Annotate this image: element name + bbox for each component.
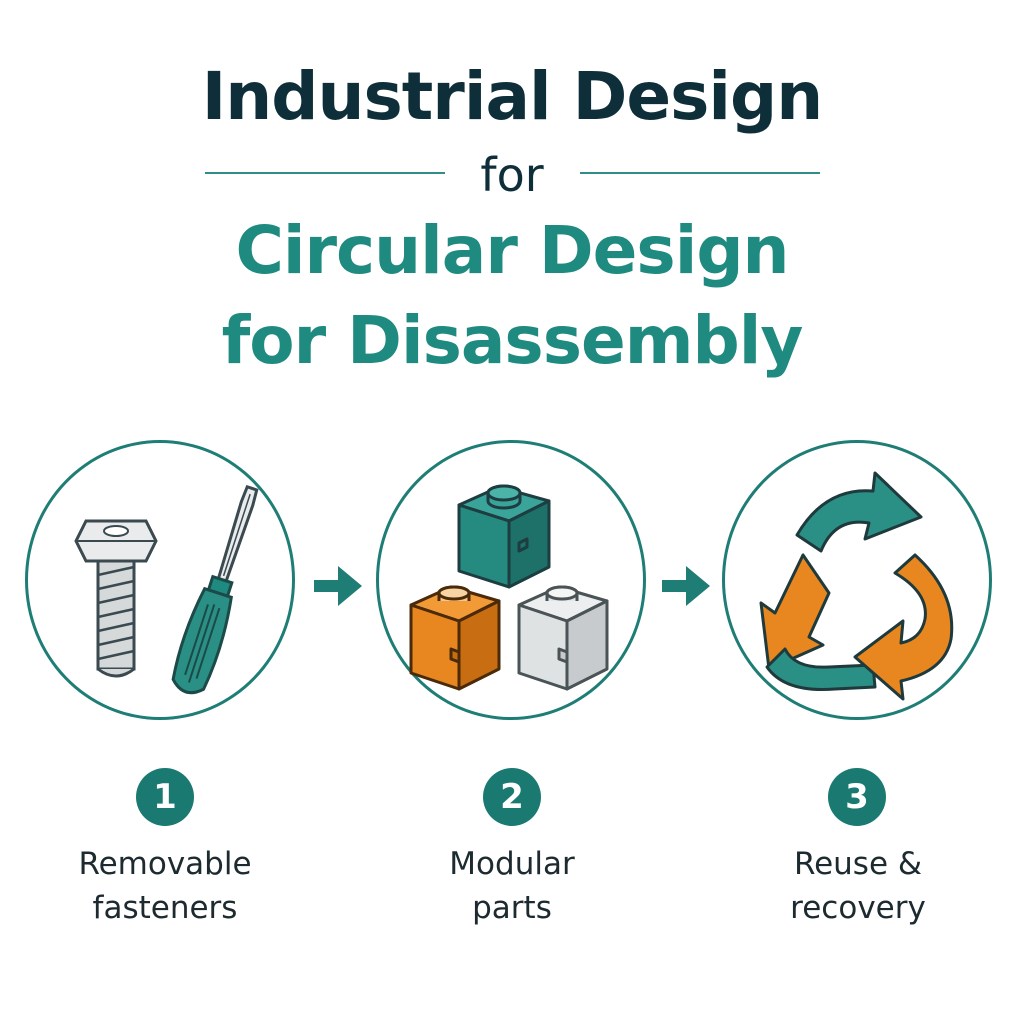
- step-1-label: Removable fasteners: [35, 842, 295, 930]
- step-1-label-line-1: Removable: [78, 846, 252, 882]
- step-1-label-line-2: fasteners: [92, 890, 238, 926]
- title-connector: for: [480, 148, 544, 202]
- modular-blocks-icon: [409, 484, 609, 691]
- bolt-and-screwdriver-icon: [74, 484, 259, 695]
- step-2-label-line-1: Modular: [449, 846, 575, 882]
- step-1-badge: 1: [136, 768, 194, 826]
- step-2-label-line-2: parts: [472, 890, 552, 926]
- step-2-label: Modular parts: [382, 842, 642, 930]
- title-connector-row: for: [0, 148, 1024, 202]
- step-2-badge: 2: [483, 768, 541, 826]
- title-line-1: Industrial Design: [201, 58, 824, 135]
- step-2-circle: [376, 440, 646, 720]
- divider-left: [205, 172, 445, 174]
- step-1-circle: [25, 440, 295, 720]
- step-3-label: Reuse & recovery: [728, 842, 988, 930]
- title-line-3: for Disassembly: [221, 302, 804, 379]
- step-3-circle: [722, 440, 992, 720]
- step-3-label-line-2: recovery: [790, 890, 926, 926]
- arrow-right-icon: [314, 566, 362, 606]
- recycle-icon: [759, 471, 954, 701]
- title-line-2: Circular Design: [235, 212, 789, 289]
- divider-right: [580, 172, 820, 174]
- step-3-badge: 3: [828, 768, 886, 826]
- step-3-label-line-1: Reuse &: [793, 846, 923, 882]
- arrow-right-icon: [662, 566, 710, 606]
